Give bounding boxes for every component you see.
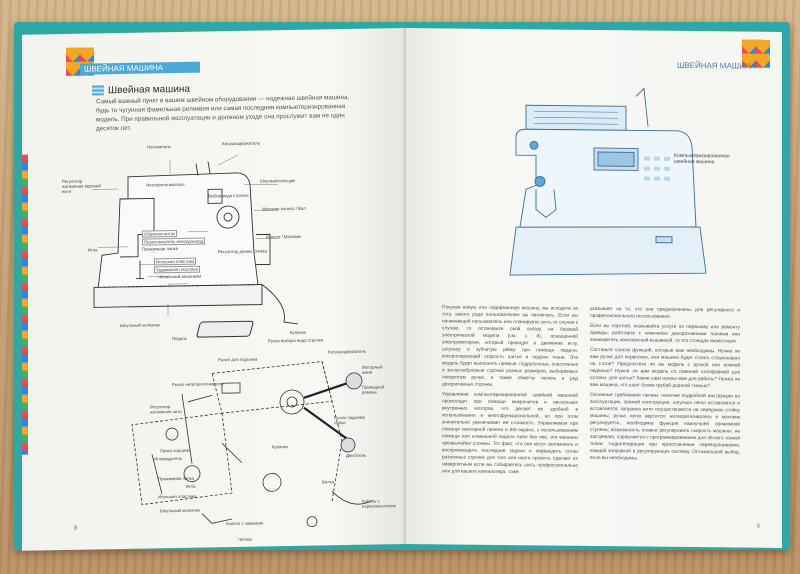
callout-presser-foot: Прижимная лапка — [142, 245, 178, 252]
fabric-edge-strip — [22, 154, 28, 455]
callout-exploded-bobbin: Шпульный колпачок — [160, 507, 200, 514]
callout-motor: Двигатель — [346, 452, 367, 459]
paragraph: Управление компьютеризированной швейной … — [442, 392, 578, 476]
callout-upper-tension: Регулятор натяжения верхней нити — [62, 178, 101, 195]
callout-switch-cable: Кабель с переключателем — [362, 498, 396, 509]
callout-foot-lift: Лапка подъема — [160, 447, 191, 454]
callout-lift-lever: Рычаг для подъема — [218, 356, 258, 363]
callout-stitch-select: Выбор вида строчки — [208, 192, 249, 199]
callout-take-up-lever: Рычаг нитепритягивателя — [172, 381, 224, 388]
section-title-icon — [92, 85, 104, 96]
callout-slide-plate: Задвижная пластина — [154, 265, 200, 274]
callout-tensioner: Натяжитель — [147, 144, 171, 150]
right-text-column-2: указывает на то, что они предназначены д… — [590, 306, 740, 467]
callout-thread-cutter: Обрезчик ниток — [142, 229, 177, 238]
callout-clamp-wheel: Колесо с зажимом — [226, 520, 263, 527]
foot-pedal-drawing — [195, 320, 255, 338]
left-page-number: 8 — [74, 525, 78, 532]
callout-reverse: Переключатель вперед/назад — [142, 237, 206, 246]
callout-tension-regulator: Регулятор натяжения нити — [150, 404, 182, 415]
callout-exploded-plate: Игольная пластина — [158, 493, 197, 500]
callout-hook: Челнок — [238, 536, 253, 542]
left-header: ШВЕЙНАЯ МАШИНА — [84, 63, 164, 74]
callout-motor-pulley: Моторный шкив — [362, 364, 383, 375]
section-title: Швейная машина — [108, 83, 190, 97]
paragraph: Составьте список функций, которые вам не… — [590, 347, 740, 390]
figure-caption: Компьютеризированная швейная машина — [674, 152, 730, 166]
callout-needle-plate: Игольная пластина — [154, 257, 197, 266]
callout-wheel: Колесо / Маховик — [266, 233, 301, 240]
callout-exploded-needle: Игла — [186, 483, 196, 489]
paragraph: Основные требования таковы: наличие подр… — [590, 392, 740, 462]
callout-handwheel: Маховое колесо / Вал — [262, 205, 306, 212]
book-spread: ШВЕЙНАЯ МАШИНА Швейная машина Самый важн… — [22, 28, 782, 551]
callout-needle-bar: Игловодитель — [154, 455, 182, 462]
callout-exploded-spool: Катушкодержатель — [328, 348, 367, 355]
callout-cams: Кулачки — [272, 444, 288, 450]
callout-drive-belt: Приводной ремень — [362, 384, 385, 395]
paragraph: Если вы портной, оказывайте услуги по пе… — [590, 323, 740, 345]
right-page-number: 9 — [756, 523, 760, 530]
callout-bobbin-winder: Шпульмотальщик — [260, 177, 296, 184]
callout-spool-holder: Катушкодержатель — [222, 140, 261, 147]
right-header: ШВЕЙНАЯ МАШИНА — [676, 60, 756, 71]
left-header-bar: ШВЕЙНАЯ МАШИНА — [80, 61, 200, 75]
paragraph: указывает на то, что они предназначены д… — [590, 306, 740, 320]
callout-stitch-knob: Ручка выбора вида строчки — [268, 337, 324, 344]
paragraph: Покупая новую или подержанную машину, вы… — [442, 305, 578, 388]
callout-plug: Вилка — [322, 479, 335, 485]
computerized-machine-illustration — [509, 87, 707, 276]
callout-shuttle: Челночный механизм — [158, 273, 202, 280]
exploded-mechanism-diagram — [131, 361, 373, 528]
callout-foot-lift-lever: Рычаг подъема лапки — [334, 414, 365, 426]
sewing-machine-diagram — [92, 154, 299, 325]
callout-exploded-foot: Прижимная лапка — [158, 475, 194, 482]
intro-text: Самый важный пункт в вашем швейном обору… — [96, 93, 350, 133]
callout-cam: Кулачок — [290, 329, 306, 336]
callout-needle: Игла — [88, 247, 98, 253]
callout-pedal: Педаль — [172, 335, 188, 342]
callout-bobbin-case: Шпульный колпачок — [120, 322, 160, 328]
right-text-column-1: Покупая новую или подержанную машину, вы… — [442, 304, 578, 479]
right-page: ШВЕЙНАЯ МАШИНА — [406, 28, 782, 548]
callout-stitch-length: Регулятор длины стежка — [218, 248, 268, 255]
callout-take-up: Нитепритягиватель — [146, 181, 185, 188]
left-page: ШВЕЙНАЯ МАШИНА Швейная машина Самый важн… — [22, 28, 406, 551]
